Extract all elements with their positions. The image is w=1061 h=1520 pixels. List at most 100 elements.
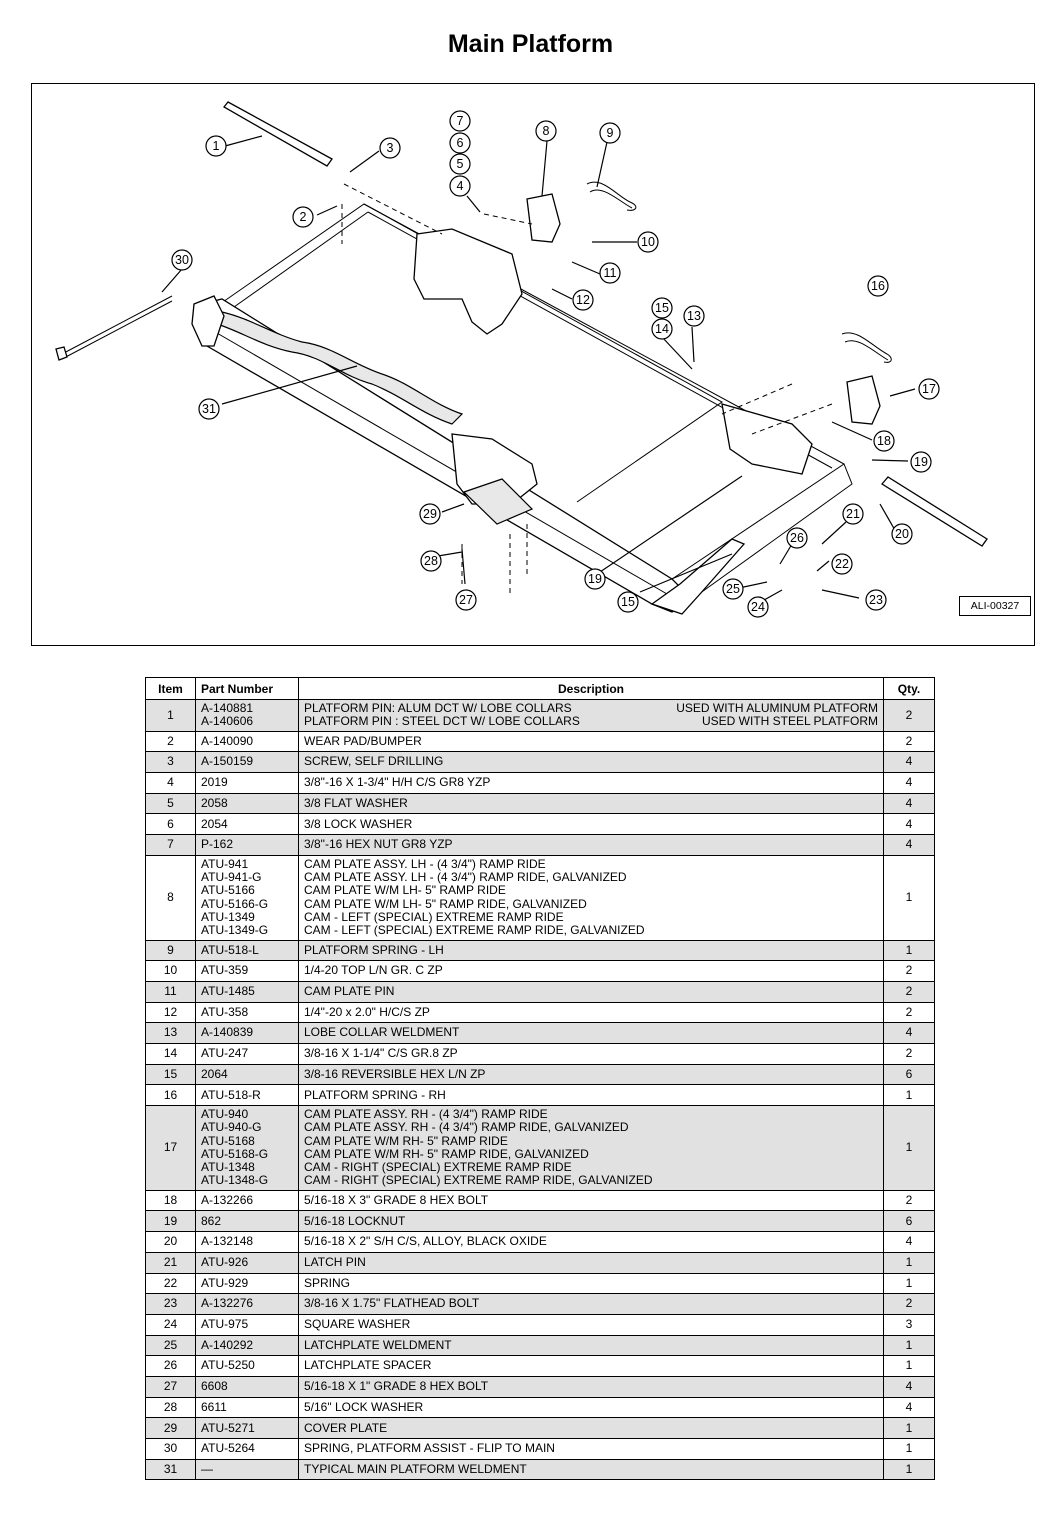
qty-cell: 3 xyxy=(883,1313,935,1336)
part-number: ATU-975 xyxy=(201,1317,249,1332)
drawing-id-label: ALI-00327 xyxy=(959,596,1031,616)
part-number-cell: ATU-358 xyxy=(195,1001,299,1024)
item-number-cell: 28 xyxy=(145,1396,196,1419)
description-text: 5/16-18 LOCKNUT xyxy=(304,1213,406,1228)
item-number-cell: 16 xyxy=(145,1084,196,1106)
header-item: Item xyxy=(145,677,196,700)
description-cell: 5/16-18 X 3" GRADE 8 HEX BOLT xyxy=(298,1189,884,1212)
description-text: WEAR PAD/BUMPER xyxy=(304,733,422,748)
callout-21: 21 xyxy=(842,503,864,525)
part-number-cell: ATU-5264 xyxy=(195,1438,299,1460)
description-cell: PLATFORM SPRING - LH xyxy=(298,939,884,962)
part-number: ATU-1349 xyxy=(201,909,255,924)
qty-cell: 1 xyxy=(883,1334,935,1357)
part-number-cell: ATU-975 xyxy=(195,1313,299,1336)
qty-cell: 4 xyxy=(883,1375,935,1398)
item-number-cell: 22 xyxy=(145,1272,196,1295)
qty-cell: 2 xyxy=(883,699,935,732)
callout-25: 25 xyxy=(722,578,744,600)
svg-text:26: 26 xyxy=(790,531,804,545)
callout-23: 23 xyxy=(865,589,887,611)
callout-18: 18 xyxy=(873,430,895,452)
item-number-cell: 11 xyxy=(145,980,196,1003)
callout-2: 2 xyxy=(292,206,314,228)
description-text: 3/8 LOCK WASHER xyxy=(304,816,413,831)
qty-cell: 2 xyxy=(883,980,935,1003)
svg-text:5: 5 xyxy=(457,157,464,171)
part-number: P-162 xyxy=(201,837,234,852)
svg-text:20: 20 xyxy=(895,527,909,541)
description-text: LATCHPLATE WELDMENT xyxy=(304,1337,452,1352)
description-text: 5/16-18 X 1" GRADE 8 HEX BOLT xyxy=(304,1379,489,1394)
description-cell: 1/4"-20 x 2.0" H/C/S ZP xyxy=(298,1001,884,1024)
description-cell: SPRING xyxy=(298,1272,884,1295)
description-cell: TYPICAL MAIN PLATFORM WELDMENT xyxy=(298,1458,884,1481)
item-number-cell: 10 xyxy=(145,960,196,982)
item-number-cell: 24 xyxy=(145,1313,196,1336)
part-number-cell: 2064 xyxy=(195,1063,299,1086)
description-cell: 5/16-18 X 1" GRADE 8 HEX BOLT xyxy=(298,1375,884,1398)
part-number-cell: A-140292 xyxy=(195,1334,299,1357)
item-number-cell: 12 xyxy=(145,1001,196,1024)
callout-12: 12 xyxy=(572,289,594,311)
callout-10: 10 xyxy=(637,231,659,253)
description-text: CAM - LEFT (SPECIAL) EXTREME RAMP RIDE xyxy=(304,909,564,924)
description-text: SPRING xyxy=(304,1275,351,1290)
item-number-cell: 15 xyxy=(145,1063,196,1086)
callout-8: 8 xyxy=(535,120,557,142)
svg-text:15: 15 xyxy=(655,301,669,315)
part-number: ATU-5271 xyxy=(201,1420,255,1435)
callout-9: 9 xyxy=(599,122,621,144)
svg-text:11: 11 xyxy=(604,266,617,280)
svg-text:9: 9 xyxy=(607,126,614,140)
item-number-cell: 29 xyxy=(145,1417,196,1440)
description-text: PLATFORM PIN: ALUM DCT W/ LOBE COLLARS xyxy=(304,701,572,715)
description-text: CAM PLATE W/M LH- 5" RAMP RIDE, GALVANIZ… xyxy=(304,896,587,911)
description-cell: PLATFORM SPRING - RH xyxy=(298,1084,884,1106)
part-number-cell: — xyxy=(195,1458,299,1481)
description-text: CAM PLATE W/M LH- 5" RAMP RIDE xyxy=(304,883,506,898)
header-qty: Qty. xyxy=(883,677,935,700)
part-number: A-140090 xyxy=(201,733,254,748)
description-text: CAM PLATE PIN xyxy=(304,984,395,999)
description-text: CAM - RIGHT (SPECIAL) EXTREME RAMP RIDE xyxy=(304,1160,572,1175)
description-text: 1/4"-20 x 2.0" H/C/S ZP xyxy=(304,1004,430,1019)
description-cell: 5/16" LOCK WASHER xyxy=(298,1396,884,1419)
svg-text:1: 1 xyxy=(213,139,220,153)
part-number: A-150159 xyxy=(201,754,254,769)
qty-cell: 4 xyxy=(883,1396,935,1419)
item-number-cell: 19 xyxy=(145,1210,196,1233)
part-number: ATU-940-G xyxy=(201,1120,262,1135)
description-cell: 3/8 LOCK WASHER xyxy=(298,813,884,836)
callout-11: 11 xyxy=(599,262,621,284)
part-number: A-132148 xyxy=(201,1234,254,1249)
header-part-number: Part Number xyxy=(195,677,299,700)
part-number-cell: 6611 xyxy=(195,1396,299,1419)
part-number-cell: ATU-929 xyxy=(195,1272,299,1295)
svg-text:19: 19 xyxy=(914,455,928,469)
qty-cell: 4 xyxy=(883,1231,935,1253)
svg-text:24: 24 xyxy=(751,600,765,614)
description-cell: SPRING, PLATFORM ASSIST - FLIP TO MAIN xyxy=(298,1438,884,1460)
part-number: ATU-941 xyxy=(201,856,249,871)
item-number-cell: 2 xyxy=(145,730,196,753)
part-number: ATU-1349-G xyxy=(201,923,269,938)
part-number: 862 xyxy=(201,1213,222,1228)
description-cell: WEAR PAD/BUMPER xyxy=(298,730,884,753)
svg-text:10: 10 xyxy=(641,235,655,249)
callout-19-upper: 19 xyxy=(910,451,932,473)
qty-cell: 1 xyxy=(883,1105,935,1191)
part-number-cell: ATU-5271 xyxy=(195,1417,299,1440)
qty-cell: 1 xyxy=(883,939,935,962)
part-number: A-140606 xyxy=(201,714,254,729)
